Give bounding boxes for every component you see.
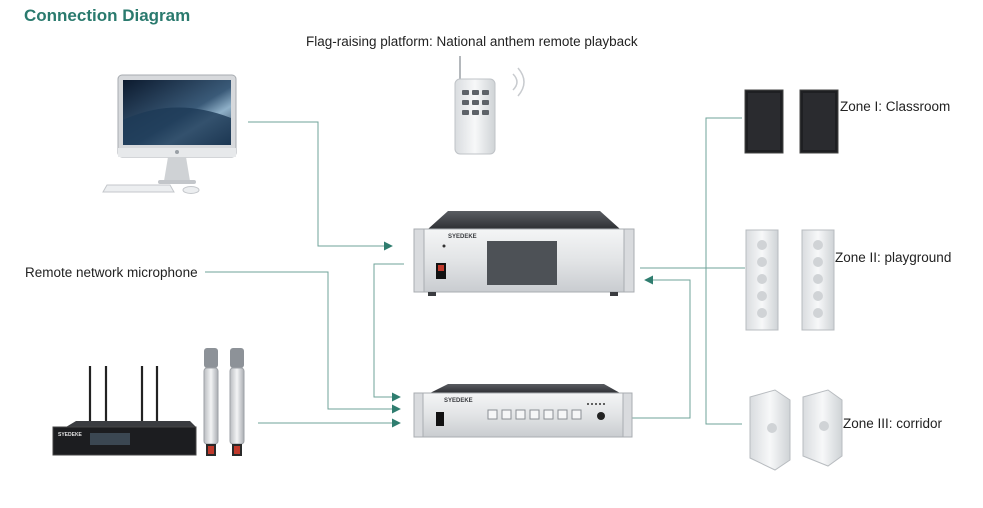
computer-icon — [102, 74, 237, 194]
server-brand-text: SYEDEKE — [448, 234, 477, 240]
wireless-receiver-device: SYEDEKE — [52, 366, 197, 456]
connector-lines — [205, 117, 745, 428]
zone2-label: Zone II: playground — [835, 250, 952, 265]
line-server-to-amplifier — [373, 263, 404, 402]
amplifier-brand-text: SYEDEKE — [444, 398, 473, 404]
line-computer-to-server — [248, 121, 393, 251]
receiver-brand-text: SYEDEKE — [58, 432, 83, 438]
line-zones-bus — [705, 117, 742, 425]
zone1-label: Zone I: Classroom — [840, 99, 951, 114]
remote-control-icon — [454, 56, 525, 155]
zone1-speakers-icon — [744, 89, 839, 154]
zone2-speakers-icon — [745, 229, 835, 331]
handheld-microphones-icon — [203, 348, 245, 456]
line-remotemic-to-amplifier — [205, 271, 401, 414]
page-title: Connection Diagram — [24, 6, 191, 25]
amplifier-device: SYEDEKE — [413, 384, 633, 438]
flag-platform-label: Flag-raising platform: National anthem r… — [306, 34, 638, 49]
zone3-speakers-icon — [749, 389, 843, 471]
network-server-device: SYEDEKE — [413, 211, 635, 296]
zone3-label: Zone III: corridor — [843, 416, 943, 431]
line-amplifier-to-server — [630, 275, 691, 419]
remote-mic-label: Remote network microphone — [25, 265, 198, 280]
